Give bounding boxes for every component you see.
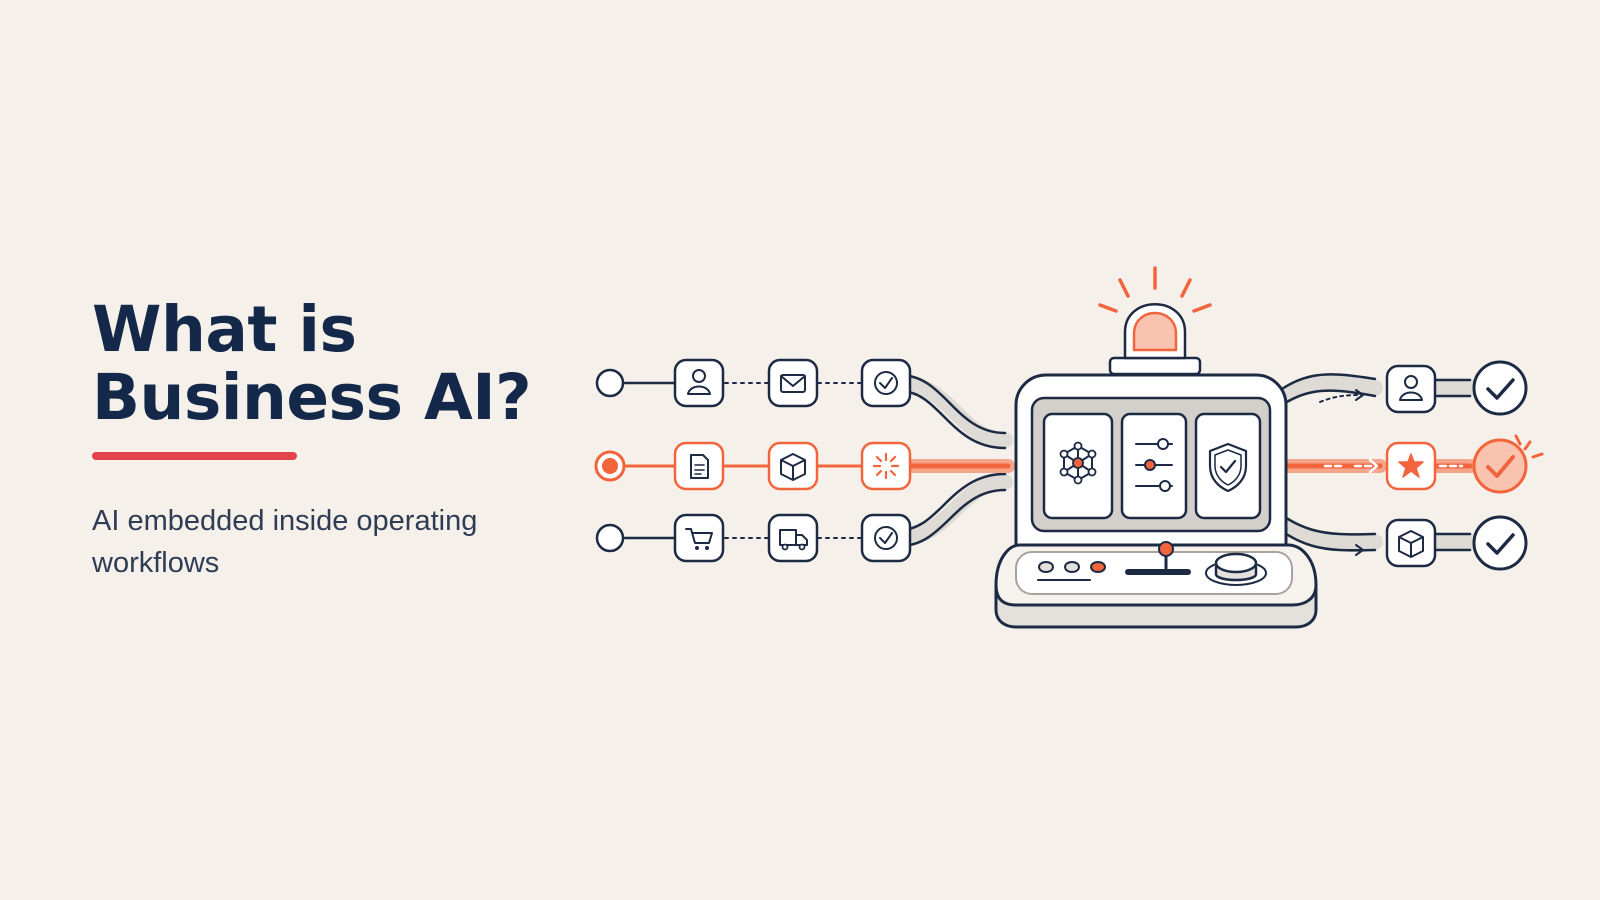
check-circle-icon [860,358,912,408]
page-subtitle: AI embedded inside operating workflows [92,505,478,579]
title-underline [92,452,297,460]
cart-icon [673,513,725,563]
ai-machine [994,266,1318,629]
start-node [595,523,625,553]
checkmark-icon [1472,515,1528,571]
output-row-3 [1385,515,1528,571]
start-node [595,368,625,398]
output-row-2 [1385,434,1544,494]
output-row-1 [1385,360,1528,416]
page-title: What is Business AI? [92,296,552,432]
title-line-2: Business AI? [92,361,532,434]
dial-button [1205,552,1267,586]
alarm-light-icon [1098,266,1212,376]
truck-icon [767,513,819,563]
title-line-1: What is [92,293,357,366]
checkmark-icon [1472,438,1528,494]
sparkle-icon [860,441,912,491]
workflow-row-3 [595,513,912,563]
indicator-lights [1037,561,1106,581]
workflow-row-2 [594,441,912,491]
envelope-icon [767,358,819,408]
hero-text: What is Business AI? AI embedded inside … [92,296,552,584]
joystick-icon [1125,541,1191,575]
checkmark-icon [1472,360,1528,416]
shield-check-icon [1194,412,1262,520]
check-circle-icon [860,513,912,563]
workflow-row-1 [595,358,912,408]
document-icon [673,441,725,491]
